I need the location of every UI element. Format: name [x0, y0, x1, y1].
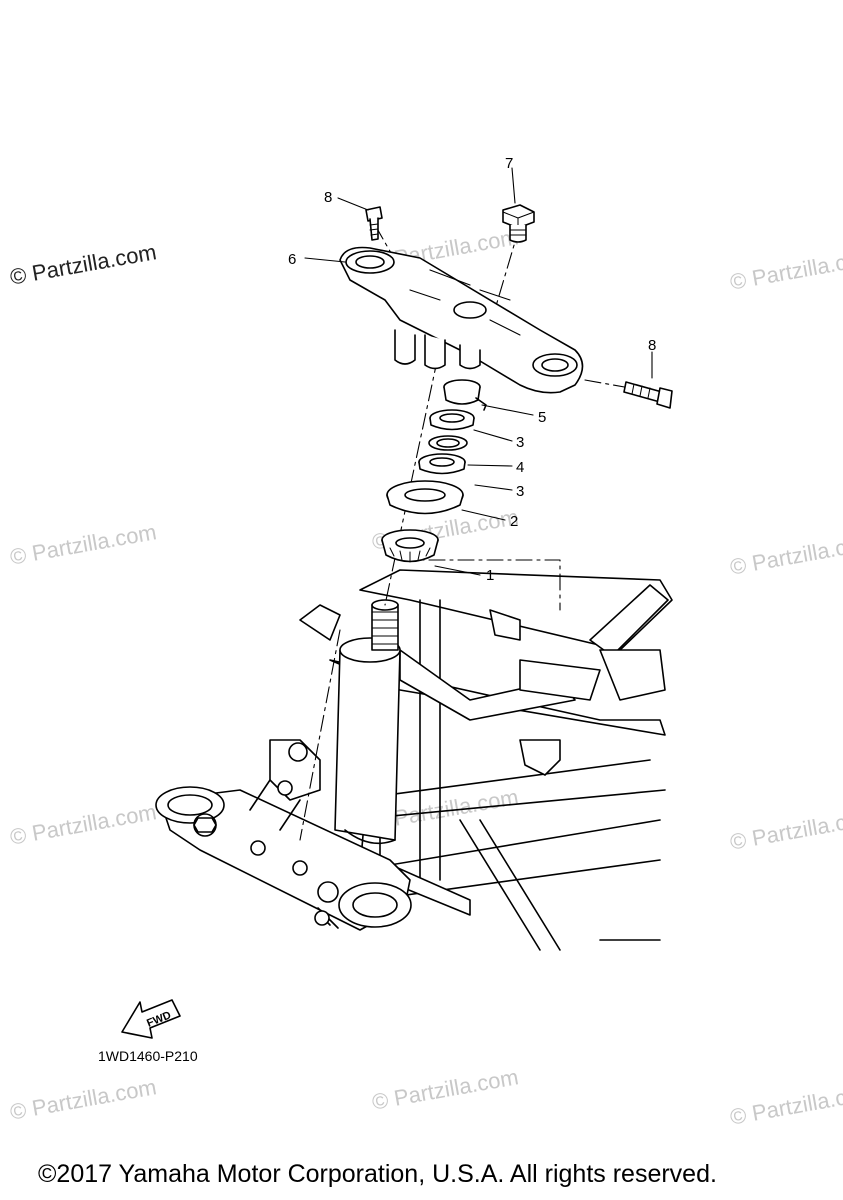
part-2-cover [386, 480, 464, 515]
part-4-lock-washer [428, 435, 468, 451]
callout-7: 7 [505, 155, 513, 172]
under-bracket [155, 739, 412, 931]
copyright-notice: ©2017 Yamaha Motor Corporation, U.S.A. A… [38, 1160, 717, 1188]
frame [299, 569, 673, 951]
callout-4: 4 [516, 459, 524, 476]
callout-8-right: 8 [648, 337, 656, 354]
callout-3-upper: 3 [516, 434, 524, 451]
part-8-bolt-top [365, 206, 383, 241]
callout-5: 5 [538, 409, 546, 426]
callout-6: 6 [288, 251, 296, 268]
callout-1: 1 [486, 567, 494, 584]
leader-lines [304, 167, 653, 576]
part-8-bolt-right [623, 381, 673, 409]
callout-8-top: 8 [324, 189, 332, 206]
part-3-ring-nut-lower [418, 453, 466, 475]
part-5-collar [443, 379, 487, 411]
fwd-arrow-icon [121, 999, 181, 1039]
callout-3-lower: 3 [516, 483, 524, 500]
part-7-steering-nut [502, 204, 535, 243]
diagram-code: 1WD1460-P210 [98, 1048, 198, 1064]
part-1-bearing [381, 529, 439, 563]
part-3-ring-nut-upper [429, 409, 475, 431]
callout-2: 2 [510, 513, 518, 530]
part-6-upper-bracket [339, 246, 584, 394]
